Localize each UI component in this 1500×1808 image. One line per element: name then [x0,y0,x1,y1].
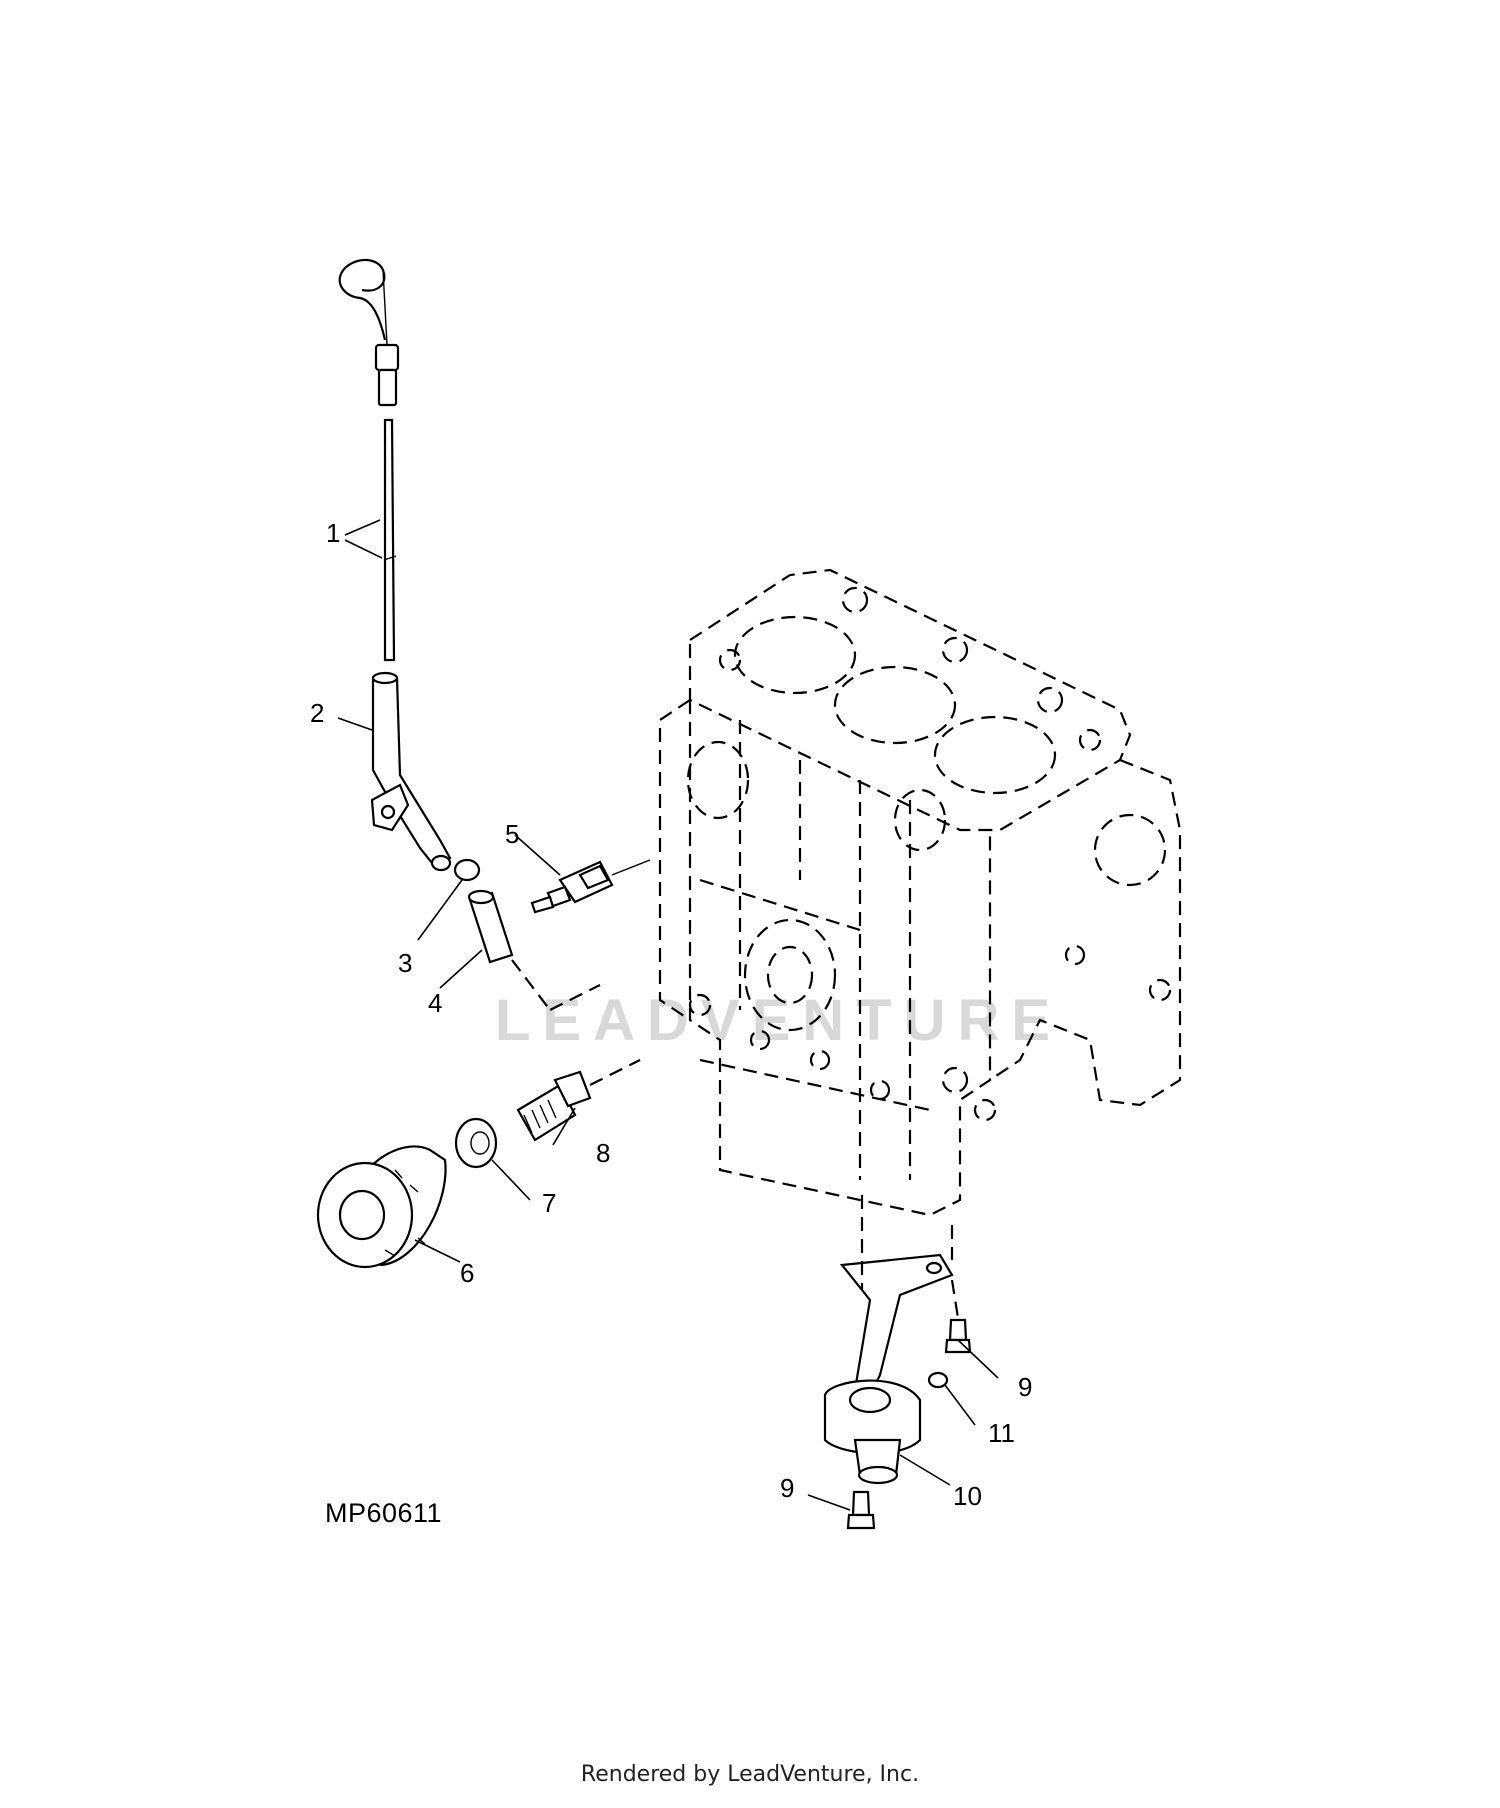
oil-pressure-switch [530,859,651,914]
oil-filter [316,1145,447,1269]
bolt-lower [846,1490,876,1530]
callout-9-upper: 9 [1018,1372,1032,1402]
oil-strainer [823,1253,954,1485]
callout-9-lower: 9 [780,1473,794,1503]
dipstick-tube [370,671,452,872]
engine-block [658,568,1182,1217]
callout-2: 2 [310,698,324,728]
callout-4: 4 [428,988,442,1018]
bolt-upper [944,1318,972,1354]
dipstick [338,258,400,662]
callout-5: 5 [505,819,519,849]
callout-3: 3 [398,948,412,978]
callout-8: 8 [596,1138,610,1168]
callout-1: 1 [326,518,340,548]
callout-7: 7 [542,1188,556,1218]
filter-nut [454,1117,498,1169]
figure-id: MP60611 [325,1498,442,1528]
o-ring [453,858,481,882]
footer-credit: Rendered by LeadVenture, Inc. [580,1762,920,1787]
callout-6: 6 [460,1258,474,1288]
leader-lines [337,519,999,1511]
threaded-fitting [516,1059,641,1142]
tube-adapter [467,889,514,964]
callout-10: 10 [953,1481,982,1511]
watermark-text: LEADVENTURE [495,988,1062,1053]
callout-11: 11 [988,1418,1015,1448]
